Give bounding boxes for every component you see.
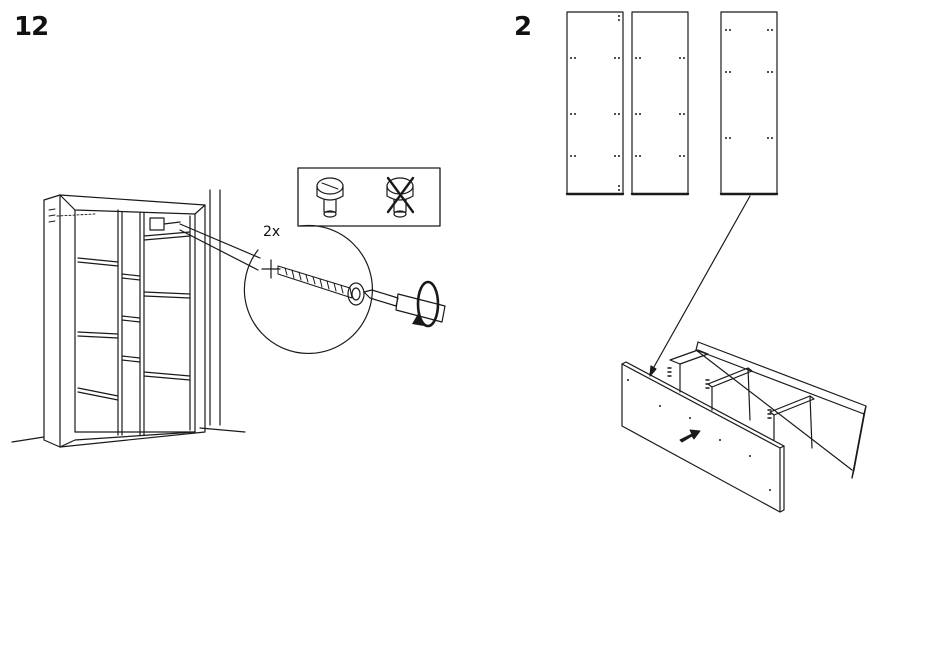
quantity-label: 2x [263,224,280,240]
side-panel-1 [567,12,623,194]
clockwise-rotation-icon [412,282,438,326]
room-wall-corner [12,190,245,442]
carcass-assembly [622,342,866,512]
panel-pointer-line [650,196,750,376]
cam-screw-correct-icon [317,178,343,217]
side-panel-3 [721,12,777,194]
shelving-unit [44,195,205,447]
cam-screw-incorrect-icon [387,178,413,217]
push-arrow-icon [680,430,700,442]
screw-reference-box [298,168,440,226]
screwdriver-icon [364,290,445,322]
detail-magnifier [244,225,445,353]
side-panel-2 [632,12,688,194]
